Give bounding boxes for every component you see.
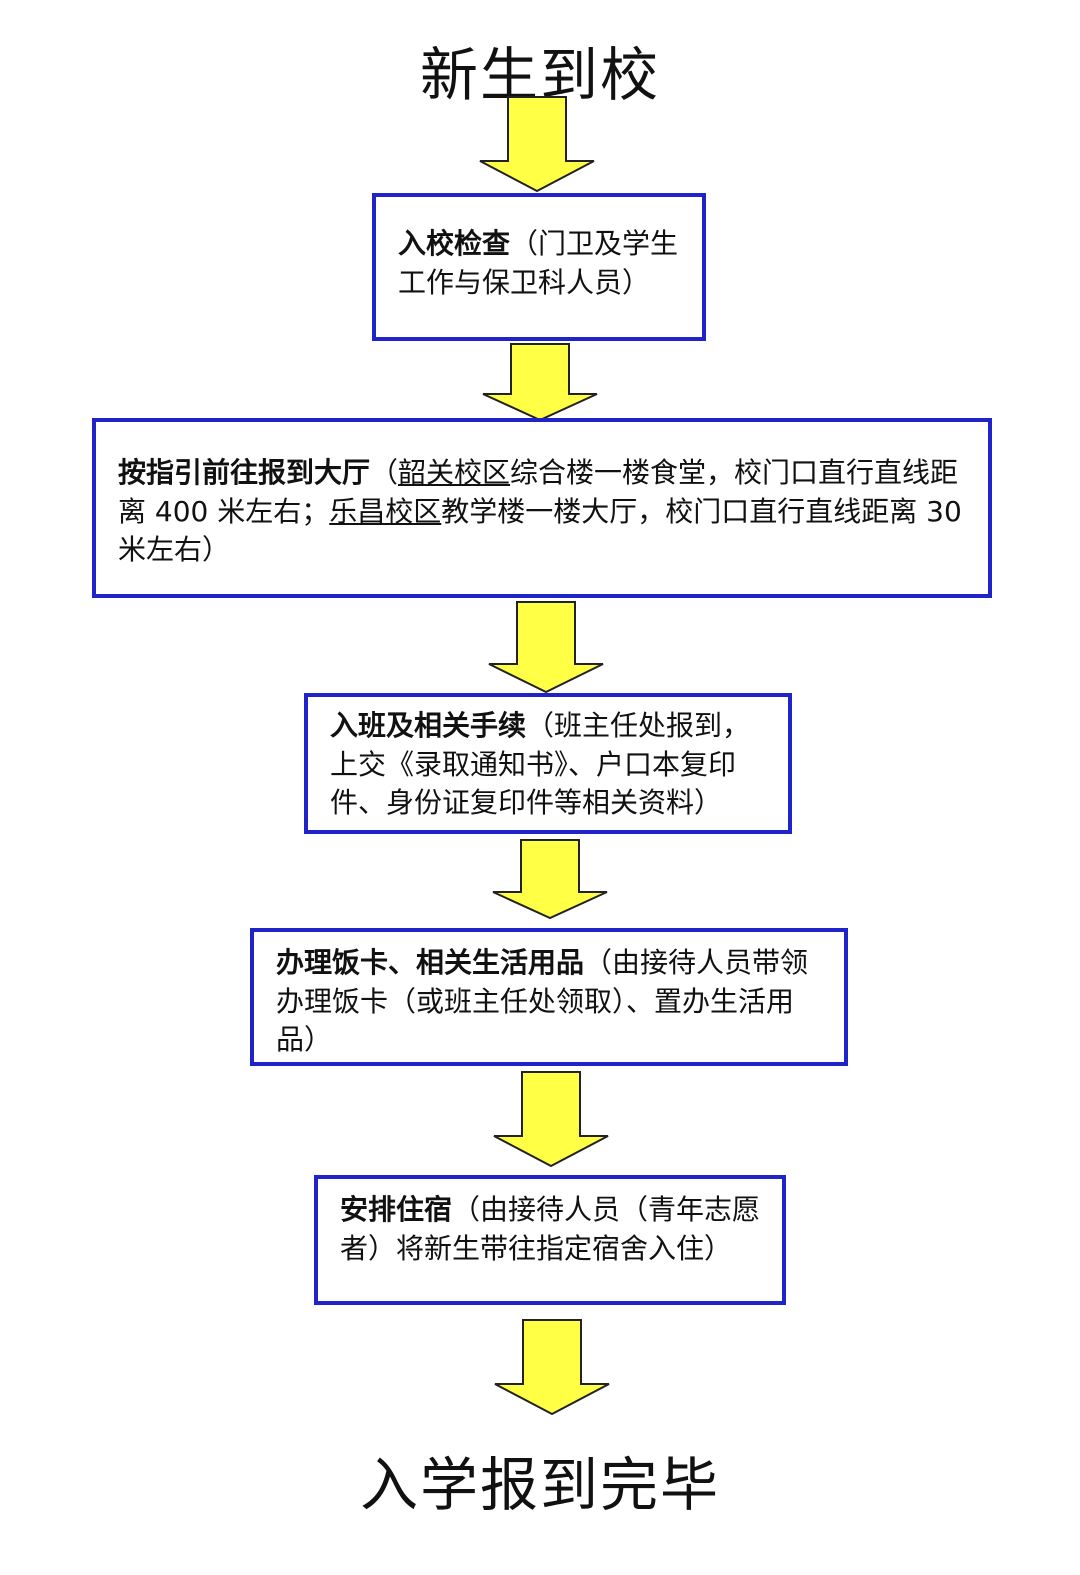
- down-arrow-icon: [481, 342, 599, 422]
- down-arrow-icon: [493, 1318, 611, 1416]
- step-box-entry-check: 入校检查（门卫及学生工作与保卫科人员）: [372, 193, 706, 341]
- down-arrow-icon: [487, 600, 605, 694]
- campus-lechang-label: 乐昌校区: [329, 494, 442, 528]
- down-arrow-icon: [492, 1070, 610, 1168]
- step-heading: 入班及相关手续: [330, 709, 527, 742]
- step-heading: 安排住宿: [340, 1193, 453, 1226]
- campus-shaoguan-label: 韶关校区: [398, 456, 511, 489]
- step-box-accommodation: 安排住宿（由接待人员（青年志愿者）将新生带往指定宿舍入住）: [314, 1175, 786, 1305]
- down-arrow-icon: [478, 95, 596, 193]
- step-detail-mid1: 综合楼一楼食堂，校门口直行直线距离 400 米左右；: [118, 456, 959, 528]
- step-detail: （由接待人员（青年志愿者）将新生带往指定宿舍入住）: [340, 1193, 761, 1265]
- step-heading: 按指引前往报到大厅: [118, 456, 371, 489]
- step-detail-pre: （: [370, 456, 399, 489]
- step-heading: 办理饭卡、相关生活用品: [276, 946, 585, 979]
- step-detail: （班主任处报到，上交《录取通知书》、户口本复印件、身份证复印件等相关资料）: [330, 709, 751, 820]
- step-detail: （门卫及学生工作与保卫科人员）: [398, 227, 679, 299]
- down-arrow-icon: [491, 838, 609, 920]
- end-title: 入学报到完毕: [359, 1451, 720, 1519]
- step-detail: （由接待人员带领办理饭卡（或班主任处领取）、置办生活用品）: [276, 946, 809, 1057]
- step-heading: 入校检查: [398, 227, 511, 260]
- step-detail-mid2: 教学楼一楼大厅，校门口直行直线距离 30 米左右）: [118, 494, 962, 567]
- step-box-report-hall: 按指引前往报到大厅（韶关校区综合楼一楼食堂，校门口直行直线距离 400 米左右；…: [92, 418, 992, 598]
- step-box-meal-card: 办理饭卡、相关生活用品（由接待人员带领办理饭卡（或班主任处领取）、置办生活用品）: [250, 928, 848, 1066]
- step-box-class-procedures: 入班及相关手续（班主任处报到，上交《录取通知书》、户口本复印件、身份证复印件等相…: [304, 693, 792, 834]
